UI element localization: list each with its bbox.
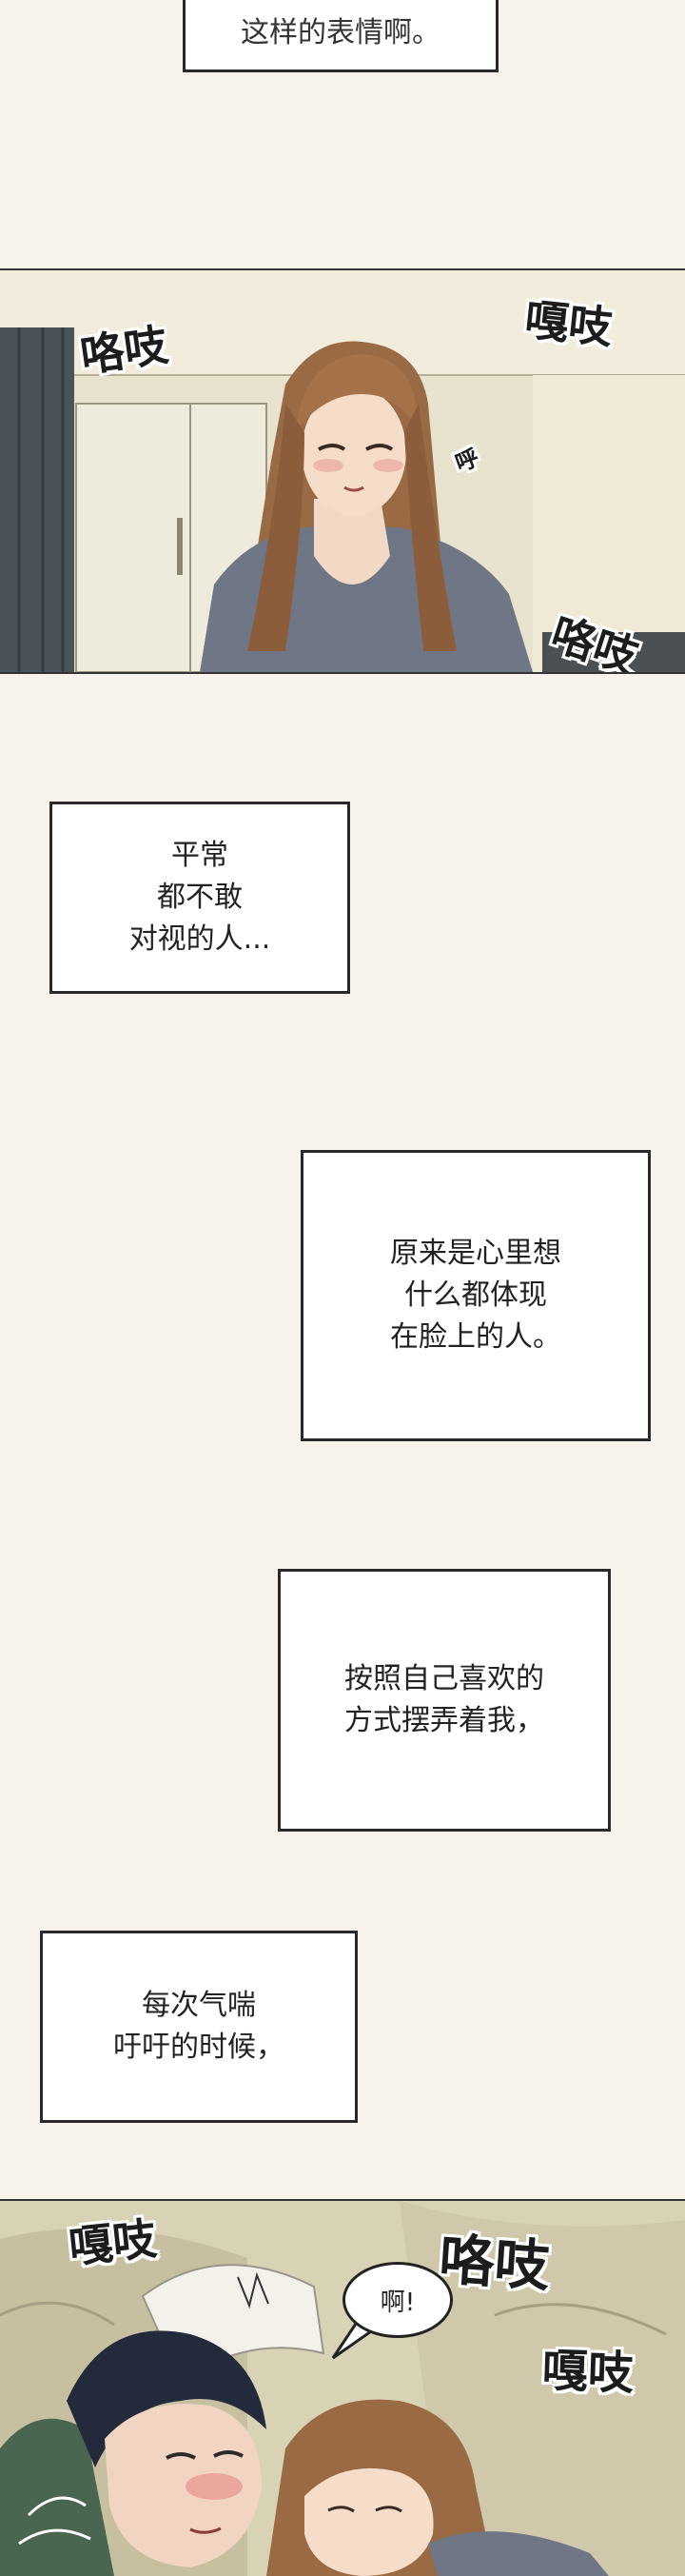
sfx-creak-left: 咯吱 <box>77 318 171 383</box>
caption-3-line-1: 按照自己喜欢的 <box>344 1662 544 1695</box>
caption-2-line-3: 在脸上的人。 <box>390 1320 561 1354</box>
sfx-creak-right-2: 咯吱 <box>437 2227 552 2299</box>
caption-1-line-3: 对视的人... <box>128 922 271 956</box>
panel-1-woman: 咯吱 嘎吱 呼 咯吱 <box>0 268 685 674</box>
caption-2-line-1: 原来是心里想 <box>390 1237 561 1270</box>
caption-4-line-1: 每次气喘 <box>142 1989 256 2022</box>
speech-bubble: 啊! <box>342 2262 453 2338</box>
sfx-creak-right: 嘎吱 <box>522 293 616 354</box>
caption-box-4: 每次气喘 吁吁的时候， <box>40 1931 358 2123</box>
caption-box-2: 原来是心里想 什么都体现 在脸上的人。 <box>301 1150 651 1441</box>
top-caption-box: 这样的表情啊。 <box>183 0 499 72</box>
speech-bubble-text: 啊! <box>380 2288 416 2317</box>
caption-2-line-2: 什么都体现 <box>404 1278 547 1312</box>
panel-2-couple: 嘎吱 咯吱 啊! 嘎吱 <box>0 2199 685 2576</box>
caption-3-line-2: 方式摆弄着我， <box>344 1704 544 1737</box>
caption-box-1: 平常 都不敢 对视的人... <box>49 802 350 994</box>
caption-box-3: 按照自己喜欢的 方式摆弄着我， <box>278 1569 611 1832</box>
panel-1-illustration <box>0 270 685 672</box>
sfx-creak-bottom-2: 嘎吱 <box>540 2344 635 2401</box>
panel-2-illustration <box>0 2201 685 2576</box>
sfx-creak-left-2: 嘎吱 <box>66 2212 159 2273</box>
caption-1-line-2: 都不敢 <box>157 881 243 914</box>
caption-1-line-1: 平常 <box>171 839 228 872</box>
top-caption-text: 这样的表情啊。 <box>241 16 440 50</box>
caption-4-line-2: 吁吁的时候， <box>113 2031 284 2064</box>
